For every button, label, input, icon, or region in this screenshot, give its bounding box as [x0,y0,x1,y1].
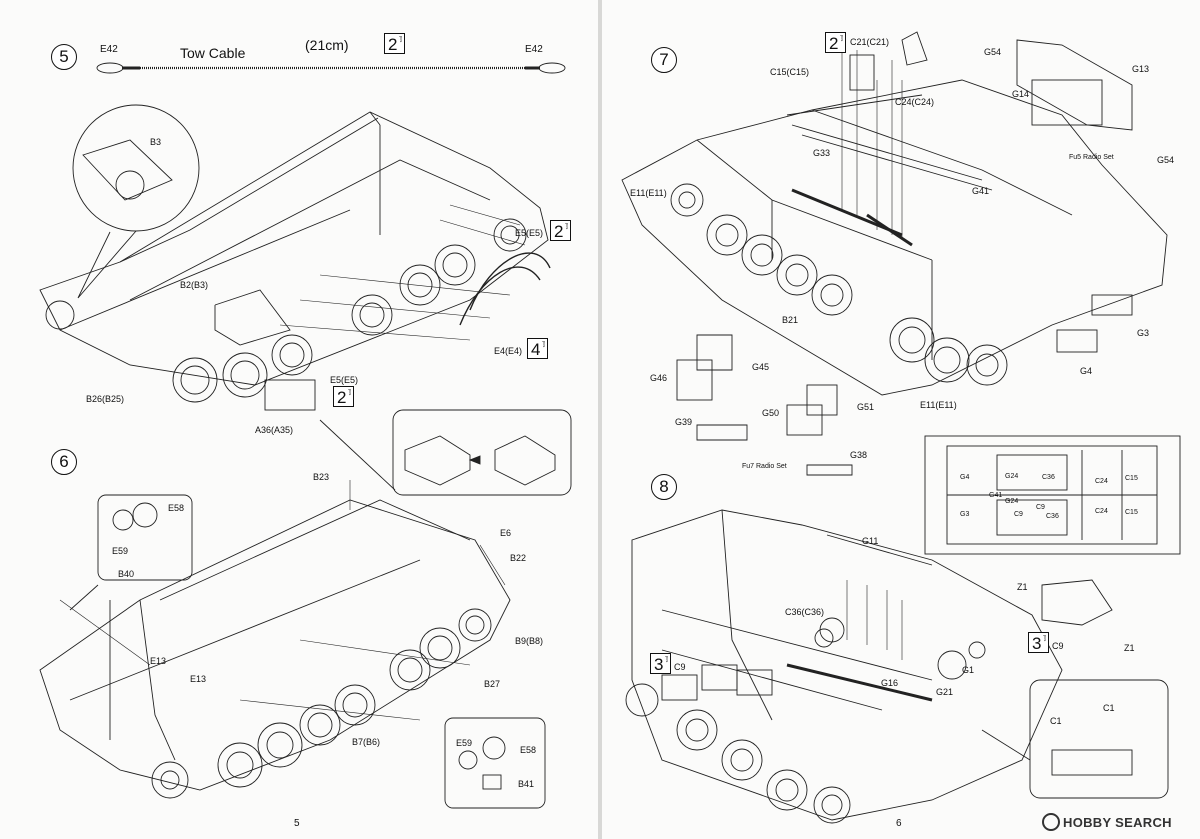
part-label-e13-left: E13 [150,656,167,666]
part-label-c1-left: C1 [1050,716,1062,726]
tow-cable-title: Tow Cable [180,45,246,61]
part-label-g45: G45 [752,362,770,372]
part-label-g16: G16 [881,678,899,688]
part-label-e42-right: E42 [525,44,543,55]
watermark: HOBBY SEARCH [1042,813,1172,831]
quantity-value: 4 [531,340,541,359]
part-label-e58-top: E58 [168,503,185,513]
fu7-radio-set-caption: Fu7 Radio Set [742,463,787,470]
part-label-z1-bottom: Z1 [1124,643,1135,653]
plan-label-c9-top: C9 [1036,504,1045,511]
part-label-c21: C21(C21) [850,37,890,47]
part-label-c9-left: C9 [674,662,686,672]
part-label-g14: G14 [1012,89,1030,99]
part-label-e11-bottom: E11(E11) [920,400,957,410]
part-label-e59-top: E59 [112,546,129,556]
part-label-b21: B21 [782,315,799,325]
part-label-e11-top: E11(E11) [630,188,667,198]
part-label-b41: B41 [518,779,535,789]
step-8-number: 8 [651,474,677,500]
step-7-number: 7 [651,47,677,73]
part-label-g11: G11 [862,536,879,546]
part-label-g46: G46 [650,373,668,383]
step-5-number: 5 [51,44,77,70]
part-label-a36: A36(A35) [255,425,294,435]
part-label-z1-top: Z1 [1017,582,1028,592]
part-label-e5-bottom: E5(E5) [330,375,359,385]
part-label-c1-right: C1 [1103,703,1115,713]
part-label-e5-top: E5(E5) [515,228,544,238]
plan-label-c36-bottom: C36 [1046,513,1059,520]
part-label-g51: G51 [857,402,875,412]
part-label-e6: E6 [500,528,512,538]
step5-6-line-art [39,62,572,809]
part-label-g41: G41 [972,186,990,196]
part-label-g3: G3 [1137,328,1150,338]
plan-label-c24-top: C24 [1095,478,1108,485]
part-label-g39: G39 [675,417,693,427]
part-label-g1: G1 [962,665,975,675]
part-label-b2: B2(B3) [180,280,209,290]
part-label-e59-bottom: E59 [456,738,473,748]
part-label-b7: B7(B6) [352,737,381,747]
part-label-g50: G50 [762,408,780,418]
part-label-c9-right: C9 [1052,641,1064,651]
quantity-value: 2 [829,34,839,53]
page-number: 6 [896,818,902,829]
page-gutter [598,0,602,839]
plan-label-c9-bottom: C9 [1014,511,1023,518]
quantity-value: 2 [554,222,564,241]
quantity-value: 3 [1032,634,1042,653]
part-label-g54-bottom: G54 [1157,155,1175,165]
part-label-g4: G4 [1080,366,1093,376]
part-label-e42-left: E42 [100,44,118,55]
plan-label-c24-bottom: C24 [1095,508,1108,515]
plan-label-c15-top: C15 [1125,475,1138,482]
part-label-b27: B27 [484,679,501,689]
step-6-number: 6 [51,449,77,475]
quantity-value: 2 [388,35,398,54]
part-label-b22: B22 [510,553,527,563]
part-label-b9: B9(B8) [515,636,544,646]
watermark-text: HOBBY SEARCH [1063,815,1172,830]
part-label-e58-bottom: E58 [520,745,537,755]
part-label-g33: G33 [813,148,831,158]
part-label-g38: G38 [850,450,868,460]
page-number: 5 [294,818,300,829]
plan-label-c15-bottom: C15 [1125,509,1138,516]
part-label-c15: C15(C15) [770,67,810,77]
part-label-b40: B40 [118,569,135,579]
plan-label-g24-bottom: G24 [1005,498,1019,505]
plan-label-g4: G4 [960,474,970,481]
part-label-b26: B26(B25) [86,394,125,404]
part-label-g54-top: G54 [984,47,1002,57]
fu5-radio-set-caption: Fu5 Radio Set [1069,154,1114,161]
quantity-value: 3 [654,655,664,674]
hobby-search-logo-icon [1042,813,1060,831]
part-label-c24: C24(C24) [895,97,935,107]
part-label-e13-mid: E13 [190,674,207,684]
part-label-b3: B3 [150,137,162,147]
plan-label-g41: G41 [989,492,1003,499]
quantity-value: 2 [337,388,347,407]
tow-cable-length: (21cm) [305,37,349,53]
part-label-b23: B23 [313,472,330,482]
part-label-g21: G21 [936,687,954,697]
part-label-e4: E4(E4) [494,346,523,356]
part-label-c36: C36(C36) [785,607,825,617]
plan-label-c36-top: C36 [1042,474,1055,481]
part-label-g13: G13 [1132,64,1150,74]
plan-label-g24-top: G24 [1005,473,1019,480]
plan-label-g3: G3 [960,511,970,518]
step7-8-line-art [621,31,1181,824]
